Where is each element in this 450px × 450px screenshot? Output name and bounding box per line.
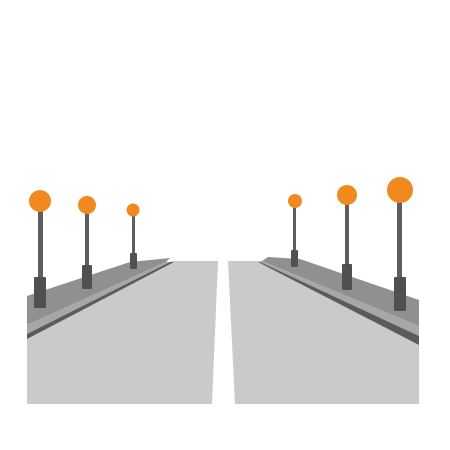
- lamp-globe-icon: [387, 177, 413, 203]
- road-center-line: [212, 261, 235, 404]
- lamp-base: [34, 277, 46, 308]
- lamp-globe-icon: [337, 185, 357, 205]
- left-sidewalk-top: [27, 258, 170, 325]
- lamp-pole: [397, 195, 402, 280]
- right-lamp-1: [288, 194, 302, 267]
- lamp-pole: [85, 210, 89, 267]
- lamp-pole: [132, 213, 135, 255]
- right-curb: [258, 262, 419, 345]
- lamp-base: [82, 265, 92, 289]
- right-sidewalk-side: [260, 261, 419, 336]
- lamp-globe-icon: [78, 196, 96, 214]
- lamp-base: [342, 264, 352, 290]
- lamp-pole: [345, 199, 349, 266]
- lamp-base: [130, 253, 137, 269]
- lamp-base: [394, 277, 406, 311]
- lamp-globe-icon: [126, 203, 140, 217]
- right-lamp-3: [387, 177, 413, 311]
- left-lamp-2: [78, 196, 96, 289]
- lamp-globe-icon: [29, 190, 51, 212]
- left-lamp-1: [29, 190, 51, 308]
- left-lamp-3: [126, 203, 140, 269]
- lamp-pole: [293, 204, 296, 252]
- right-lamp-2: [337, 185, 357, 290]
- lamp-globe-icon: [288, 194, 302, 208]
- right-sidewalk-top: [262, 257, 419, 326]
- lamp-pole: [38, 206, 43, 280]
- lamp-base: [291, 250, 298, 267]
- left-curb: [27, 262, 174, 339]
